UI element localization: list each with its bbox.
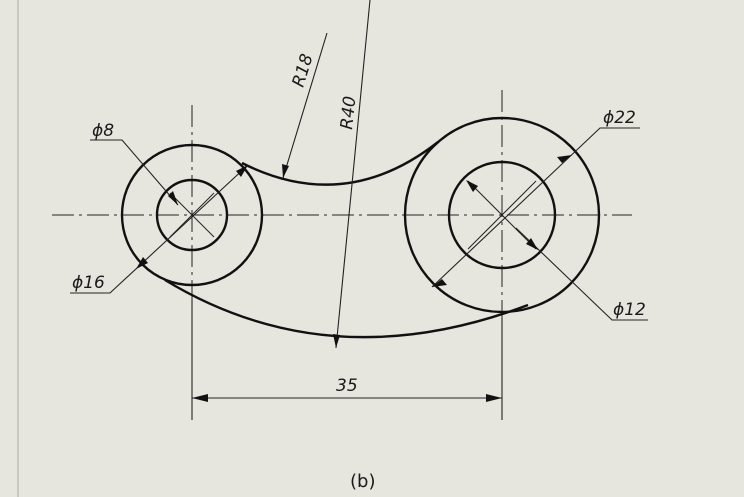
center-lines — [52, 90, 632, 318]
label-d12: ϕ12 — [613, 300, 646, 320]
d22-leader — [431, 127, 640, 288]
arrow-d16-upper — [236, 165, 248, 177]
left-hole-circle — [155, 178, 229, 252]
d16-leader — [70, 164, 249, 294]
leader-lines — [70, 0, 648, 420]
left-boss-outer-circle — [120, 143, 264, 287]
right-hole-circle — [447, 160, 557, 270]
arrow-d12-upper — [466, 180, 478, 192]
arrow-r40 — [333, 334, 340, 348]
arrow-d22-upper — [557, 155, 572, 163]
arrow-d12-lower — [526, 238, 538, 250]
left-hole-diag-2 — [169, 192, 215, 238]
label-r18: R18 — [289, 51, 318, 89]
r40-leader — [335, 0, 371, 349]
label-span-35: 35 — [336, 376, 358, 396]
d8-leader — [90, 139, 179, 206]
hole-cross-lines — [169, 180, 537, 250]
arrow-r18 — [282, 164, 289, 178]
arrow-d16-lower — [136, 257, 148, 269]
right-hole-diag-2 — [467, 180, 537, 250]
d12-leader — [515, 227, 648, 321]
part-outline — [120, 116, 601, 339]
right-boss-outer-circle — [403, 116, 601, 314]
label-d16: ϕ16 — [72, 273, 105, 293]
r18-leader — [282, 32, 328, 179]
arrowheads — [136, 155, 572, 402]
label-r40: R40 — [337, 95, 360, 130]
figure-caption: (b) — [350, 471, 375, 492]
label-d8: ϕ8 — [92, 121, 114, 141]
arrow-d8 — [168, 191, 178, 205]
label-d22: ϕ22 — [603, 108, 636, 128]
upper-concave-arc — [241, 141, 439, 186]
arrow-35-left — [192, 394, 208, 402]
arrow-35-right — [486, 394, 502, 402]
arrow-d22-lower — [432, 279, 447, 287]
